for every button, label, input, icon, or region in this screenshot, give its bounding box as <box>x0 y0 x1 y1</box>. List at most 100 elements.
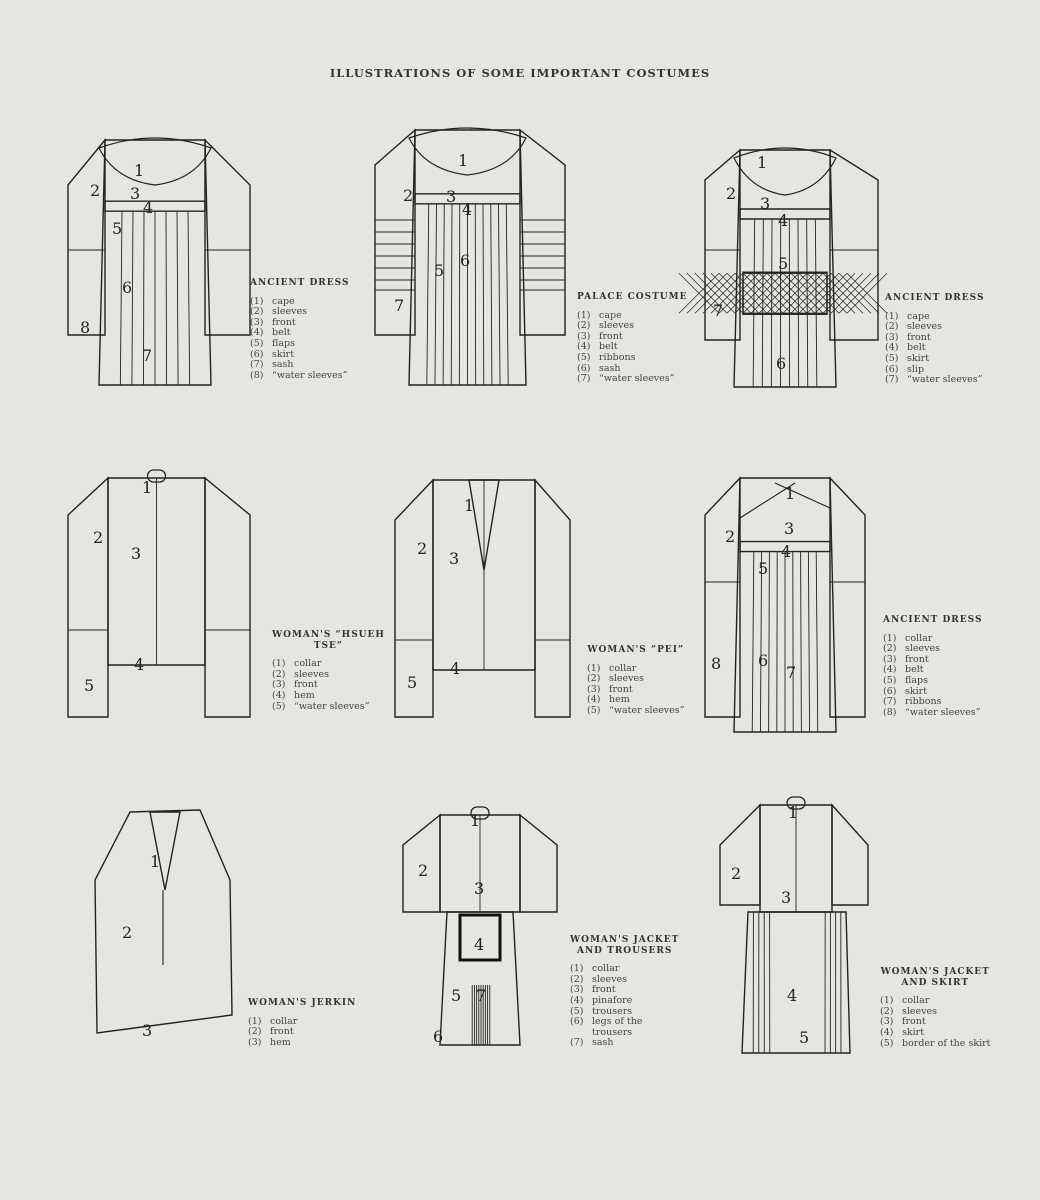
wrap-collar <box>774 482 831 509</box>
part-number-label: 3 <box>131 544 141 563</box>
part-list-item: (3)front <box>577 331 687 343</box>
part-number-label: 2 <box>122 923 132 942</box>
pleat-line <box>751 551 755 733</box>
part-number: (1) <box>250 295 264 307</box>
robe-body <box>733 477 837 733</box>
part-number: (3) <box>883 653 897 665</box>
part-number-label: 3 <box>760 194 770 213</box>
part-name: sash <box>272 359 294 371</box>
part-name: trousers <box>592 1005 633 1017</box>
part-name: belt <box>272 327 291 339</box>
part-list-item: (1)collar <box>248 1016 356 1028</box>
lattice-line <box>758 272 800 314</box>
lattice-line <box>798 272 840 314</box>
lattice-border <box>742 271 828 315</box>
part-number-label: 3 <box>784 519 794 538</box>
part-name: front <box>609 683 633 695</box>
part-number: (7) <box>577 373 591 385</box>
part-list-item: (7)sash <box>570 1038 679 1049</box>
part-list-item: (1)cape <box>885 311 984 323</box>
lattice-line <box>750 272 792 314</box>
part-name: ribbons <box>905 696 942 708</box>
part-name: skirt <box>905 685 928 697</box>
part-number: (4) <box>272 689 286 701</box>
part-number: (4) <box>885 342 899 354</box>
belt <box>414 193 521 205</box>
part-number: (8) <box>250 369 264 381</box>
part-number-label: 2 <box>403 186 413 205</box>
part-number: (5) <box>885 352 899 364</box>
part-name: slip <box>907 363 925 375</box>
pleat-line <box>119 211 123 386</box>
part-list-item: (2)sleeves <box>577 320 687 332</box>
part-number-label: 3 <box>781 888 791 907</box>
part-name: belt <box>905 664 924 676</box>
wrap-collar <box>739 482 796 519</box>
part-list-item: (2)sleeves <box>883 643 982 655</box>
part-name: ribbons <box>599 351 636 363</box>
part-number-label: 5 <box>758 559 768 578</box>
part-number: (3) <box>880 1016 894 1028</box>
part-name: sash <box>592 1037 614 1049</box>
part-list-item: trousers <box>570 1027 679 1039</box>
part-name: collar <box>609 662 637 674</box>
part-list-item: (4)pinafore <box>570 995 679 1007</box>
part-number: (6) <box>577 362 591 374</box>
part-number-label: 8 <box>711 654 721 673</box>
part-number-label: 1 <box>150 852 160 871</box>
pinafore <box>458 913 502 962</box>
part-name: cape <box>599 309 622 321</box>
part-number-label: 7 <box>786 663 796 682</box>
part-number-label: 7 <box>142 346 152 365</box>
part-name: front <box>592 984 616 996</box>
part-number-label: 7 <box>476 986 486 1005</box>
page-title: ILLUSTRATIONS OF SOME IMPORTANT COSTUMES <box>329 66 711 80</box>
part-name: collar <box>905 632 933 644</box>
lattice-line <box>686 272 728 314</box>
part-number: (3) <box>570 984 584 996</box>
lattice-line <box>766 272 808 314</box>
part-name: “water sleeves” <box>272 369 348 381</box>
robe-body <box>733 149 837 388</box>
part-number: (5) <box>272 700 286 712</box>
part-list-item: (1)collar <box>880 995 990 1007</box>
part-name: collar <box>902 995 930 1007</box>
part-list-item: (5)trousers <box>570 1005 679 1018</box>
part-number-label: 1 <box>470 811 480 830</box>
part-name: front <box>907 331 931 343</box>
part-number: (4) <box>250 327 264 339</box>
part-list-item: (1)collar <box>587 662 685 675</box>
part-number-label: 5 <box>451 986 461 1005</box>
pleat-line <box>490 203 493 386</box>
part-name: sleeves <box>294 668 330 680</box>
part-name: belt <box>599 341 618 353</box>
part-number: (4) <box>880 1026 894 1038</box>
part-number-label: 5 <box>778 254 788 273</box>
lattice-line <box>726 272 768 314</box>
part-number-label: 6 <box>433 1027 443 1046</box>
part-number: (5) <box>250 337 264 349</box>
part-number: (2) <box>250 306 264 318</box>
costume-title-line: PALACE COSTUME <box>577 292 688 302</box>
part-number: (6) <box>883 685 897 697</box>
part-number-label: 2 <box>726 184 736 203</box>
part-number-label: 1 <box>464 496 474 515</box>
part-list-item: (7)ribbons <box>883 696 982 708</box>
pleat-line <box>426 203 430 386</box>
part-list-item: (5)flaps <box>883 674 982 687</box>
part-list-item: (6)skirt <box>250 349 349 361</box>
costume-title-line: TSE” <box>313 640 344 651</box>
part-list-item: (3)front <box>587 683 685 696</box>
part-name: sleeves <box>592 973 628 985</box>
part-number-label: 4 <box>787 986 797 1005</box>
collar-outline <box>468 479 500 571</box>
part-number-label: 1 <box>757 153 767 172</box>
collar-outline <box>146 469 167 483</box>
part-number: (5) <box>883 674 897 686</box>
part-list-item: (2)sleeves <box>880 1006 990 1018</box>
